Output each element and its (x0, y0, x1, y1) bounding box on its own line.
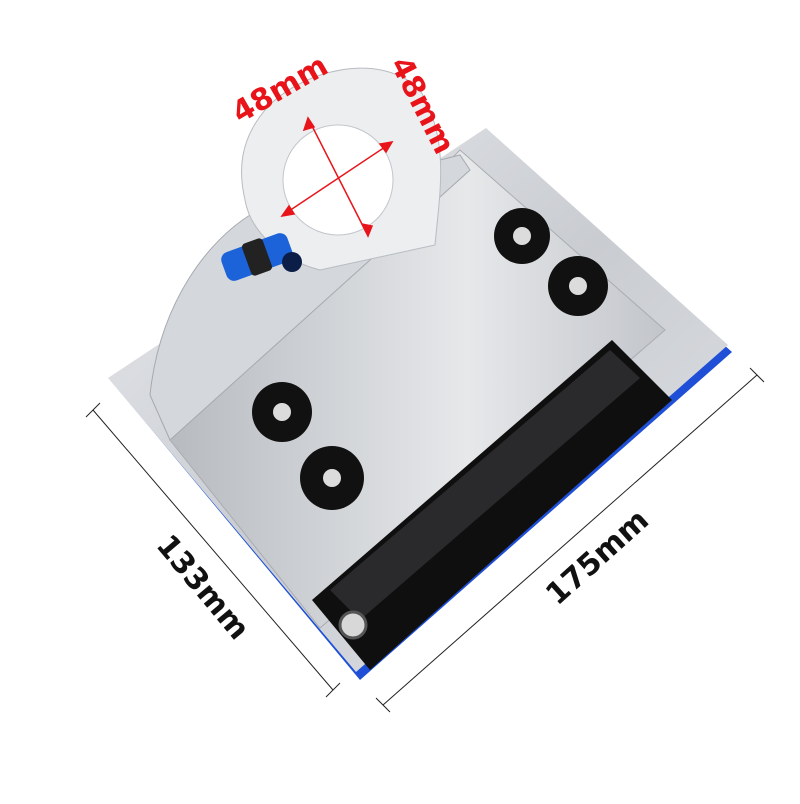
dimension-line-133mm (85, 402, 341, 698)
ring-dimension-arrows (280, 116, 394, 238)
dimension-line-175mm (375, 367, 765, 713)
knob (548, 256, 608, 316)
knob (252, 382, 312, 442)
mounting-ring (241, 67, 442, 271)
dust-port-fitting (221, 233, 302, 281)
knob (300, 446, 364, 510)
knob (494, 208, 550, 264)
handle-bar (312, 340, 672, 670)
